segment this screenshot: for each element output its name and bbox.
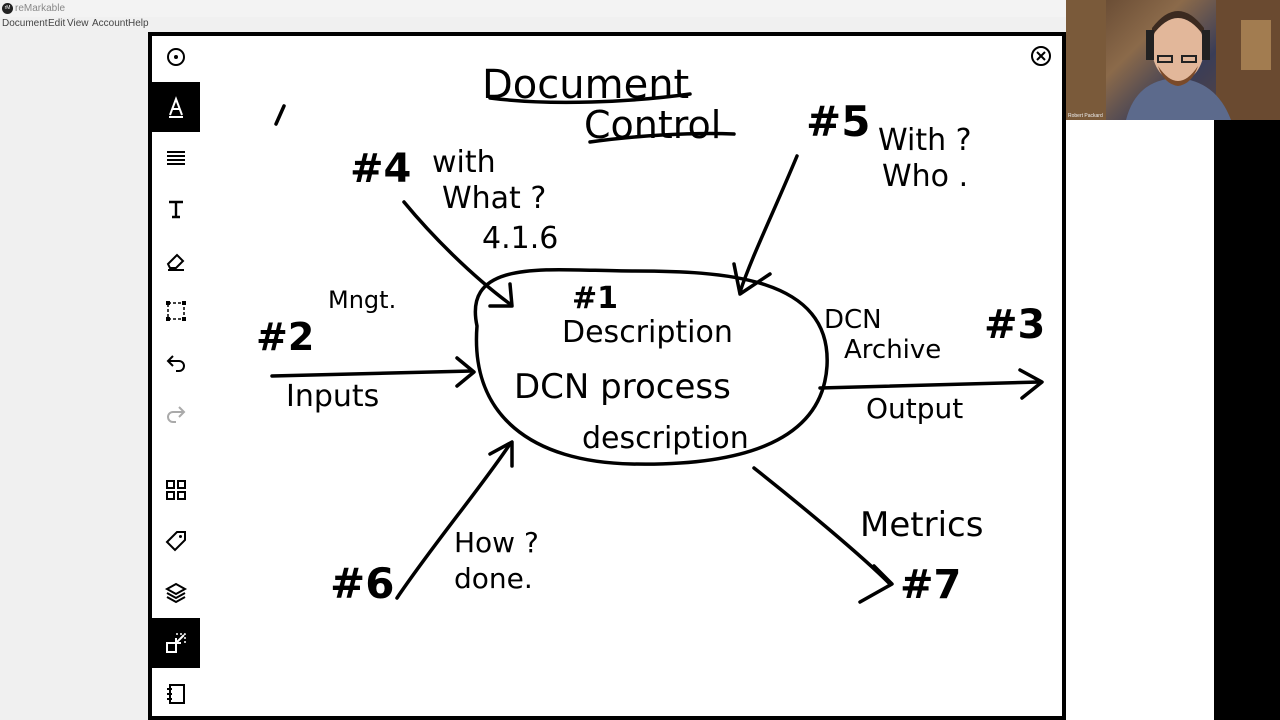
node-7-metrics: Metrics — [860, 505, 983, 545]
notebook-button[interactable] — [152, 669, 200, 719]
text-icon — [169, 200, 183, 219]
grid-icon — [166, 480, 186, 500]
arrow-how-done-line — [395, 442, 512, 600]
menu-bar: Document Edit View Account Help — [0, 17, 1066, 32]
node-7-number: #7 — [900, 562, 961, 608]
app-name: reMarkable — [15, 3, 66, 14]
redo-button[interactable] — [152, 388, 200, 438]
center-number: #1 — [572, 281, 618, 316]
side-panel-dark — [1214, 120, 1280, 720]
side-panel — [1066, 120, 1214, 720]
arrow-inputs-line — [270, 369, 474, 378]
pen-icon — [169, 96, 183, 118]
node-4-clause: 4.1.6 — [482, 221, 558, 256]
menu-account[interactable]: Account — [92, 18, 129, 29]
lines-tool-button[interactable] — [152, 133, 200, 183]
node-3-output: Output — [866, 392, 963, 425]
arrow-how-done-head — [488, 440, 514, 468]
pen-tool-button[interactable] — [152, 82, 200, 132]
eraser-icon — [166, 253, 185, 271]
eraser-tool-button[interactable] — [152, 235, 200, 285]
arrow-with-what-line — [402, 200, 512, 306]
center-heading: Description — [562, 315, 733, 350]
title-document: Document — [482, 62, 689, 108]
title-underline-2 — [588, 131, 736, 144]
circle-dot-icon — [167, 48, 185, 66]
center-line-2: description — [582, 421, 749, 456]
menu-document[interactable]: Document — [2, 18, 48, 29]
node-2-number: #2 — [256, 315, 314, 359]
central-ellipse — [473, 267, 829, 466]
menu-help[interactable]: Help — [128, 18, 149, 29]
undo-icon — [166, 355, 185, 372]
menu-edit[interactable]: Edit — [48, 18, 66, 29]
tag-button[interactable] — [152, 516, 200, 566]
arrow-output-head — [1018, 368, 1044, 400]
close-button[interactable] — [1029, 44, 1053, 68]
node-4-number: #4 — [350, 146, 411, 192]
layers-icon — [164, 582, 188, 604]
title-underline-1 — [488, 92, 692, 105]
node-5-number: #5 — [806, 97, 870, 146]
arrow-inputs-head — [455, 356, 476, 388]
node-6-how: How ? — [454, 526, 539, 559]
arrow-metrics-head — [858, 564, 894, 604]
node-2-inputs: Inputs — [286, 379, 379, 414]
title-bar: rM reMarkable — [0, 0, 1066, 17]
center-line-1: DCN process — [514, 367, 731, 407]
webcam-name-label: Robert Packard — [1068, 113, 1103, 119]
node-5-who: Who . — [882, 159, 968, 194]
node-3-archive: Archive — [844, 335, 941, 365]
node-6-number: #6 — [330, 559, 394, 608]
stray-mark — [274, 104, 286, 126]
arrow-with-who-line — [738, 154, 799, 294]
handwritten-notes: Document Control #1 Description DCN proc… — [256, 62, 1045, 608]
layers-button[interactable] — [152, 567, 200, 617]
node-2-mngt: Mngt. — [328, 286, 396, 314]
tag-icon — [165, 531, 186, 552]
selection-tool-button[interactable] — [152, 286, 200, 336]
screenshare-icon — [166, 633, 186, 653]
notebook-icon — [167, 684, 185, 704]
node-5-with: With ? — [878, 123, 972, 158]
lines-icon — [167, 151, 185, 165]
node-6-done: done. — [454, 562, 533, 595]
tool-sidebar — [152, 36, 200, 716]
node-3-number: #3 — [984, 302, 1045, 348]
drawing-canvas[interactable]: Document Control #1 Description DCN proc… — [152, 36, 1062, 716]
app-logo-icon: rM — [2, 3, 13, 14]
circle-menu-button[interactable] — [152, 32, 200, 82]
webcam-video: Robert Packard — [1066, 0, 1280, 120]
menu-view[interactable]: View — [67, 18, 89, 29]
arrow-with-who-head — [732, 262, 772, 296]
arrow-output-line — [818, 380, 1042, 390]
node-4-with: with — [432, 145, 496, 180]
node-3-dcn: DCN — [824, 305, 882, 335]
screenshare-button[interactable] — [152, 618, 200, 668]
text-tool-button[interactable] — [152, 184, 200, 234]
title-control: Control — [584, 103, 721, 147]
arrow-with-what-head — [488, 282, 514, 308]
pages-button[interactable] — [152, 465, 200, 515]
close-icon — [1031, 46, 1051, 66]
node-4-what: What ? — [442, 181, 546, 216]
presenter-silhouette-icon — [1066, 0, 1280, 120]
redo-icon — [167, 406, 186, 423]
selection-icon — [166, 301, 186, 321]
undo-button[interactable] — [152, 337, 200, 387]
